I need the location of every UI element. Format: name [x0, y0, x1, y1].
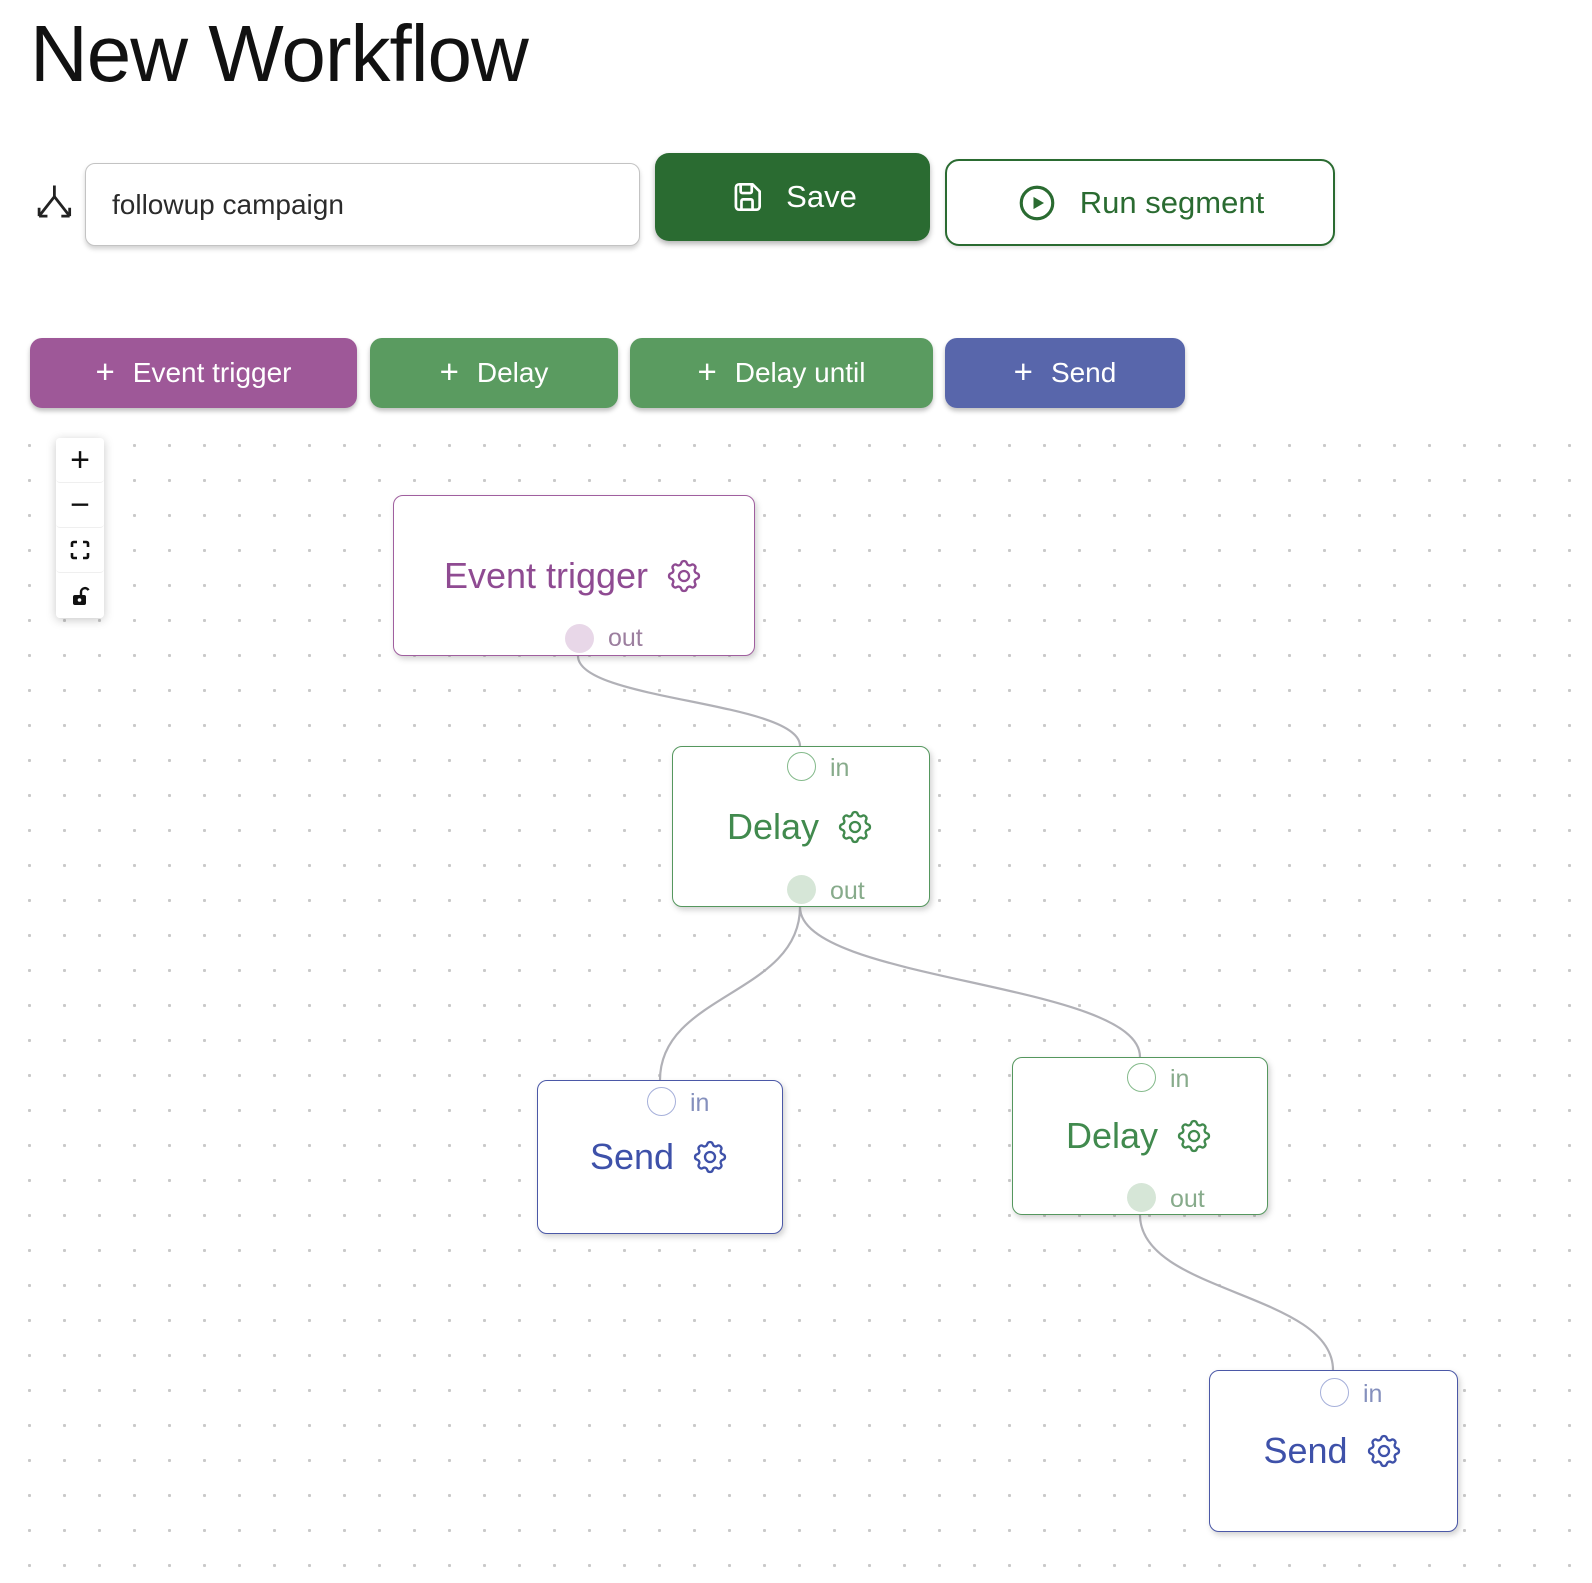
handle-in[interactable] [647, 1087, 676, 1116]
plus-icon: + [95, 353, 115, 390]
settings-gear-icon[interactable] [664, 556, 704, 596]
handle-out[interactable] [565, 624, 594, 653]
handle-in-label: in [830, 754, 850, 782]
workflow-name-input[interactable] [85, 163, 640, 246]
node-event-trigger-label: Event trigger [443, 554, 649, 596]
settings-gear-icon[interactable] [1174, 1116, 1214, 1156]
handle-in[interactable] [1320, 1378, 1349, 1407]
add-delay-until-label: Delay until [734, 357, 866, 388]
node-event-trigger[interactable]: Event trigger out [393, 495, 755, 656]
toggle-interactivity-button[interactable] [56, 573, 104, 618]
save-floppy-icon [728, 178, 766, 216]
settings-gear-icon[interactable] [690, 1137, 730, 1177]
flow-canvas[interactable]: + − [0, 420, 1592, 1583]
add-delay-label: Delay [476, 357, 549, 388]
handle-in-label: in [690, 1089, 710, 1117]
handle-out[interactable] [787, 875, 816, 904]
settings-gear-icon[interactable] [1364, 1431, 1404, 1471]
add-send-label: Send [1050, 357, 1117, 388]
edge-delay2-to-send2[interactable] [1138, 1214, 1335, 1371]
save-button-label: Save [786, 179, 857, 214]
zoom-in-button[interactable]: + [56, 438, 104, 483]
node-delay-1-label: Delay [726, 805, 820, 847]
handle-in-label: in [1363, 1380, 1383, 1408]
fit-view-icon [68, 538, 92, 562]
zoom-in-icon: + [70, 440, 90, 479]
node-delay-2[interactable]: Delay in out [1012, 1057, 1268, 1215]
zoom-out-icon: − [70, 485, 90, 524]
settings-gear-icon[interactable] [835, 807, 875, 847]
node-send-2-label: Send [1263, 1430, 1348, 1471]
add-send-button[interactable]: + Send [945, 338, 1185, 408]
plus-icon: + [697, 353, 717, 390]
node-send-1-label: Send [589, 1136, 675, 1177]
add-event-trigger-label: Event trigger [132, 357, 292, 388]
edge-delay1-to-delay2[interactable] [798, 906, 1142, 1058]
node-send-2[interactable]: Send in [1209, 1370, 1458, 1532]
node-send-1[interactable]: Send in [537, 1080, 783, 1234]
plus-icon: + [439, 353, 459, 390]
run-segment-label: Run segment [1079, 184, 1265, 220]
add-delay-button[interactable]: + Delay [370, 338, 618, 408]
unlock-icon [68, 584, 92, 608]
handle-in[interactable] [1127, 1063, 1156, 1092]
node-delay-1[interactable]: Delay in out [672, 746, 930, 907]
edge-event-trigger-to-delay1[interactable] [576, 655, 802, 747]
handle-out-label: out [1170, 1185, 1205, 1213]
zoom-out-button[interactable]: − [56, 483, 104, 528]
handle-in-label: in [1170, 1065, 1190, 1093]
add-delay-until-button[interactable]: + Delay until [630, 338, 933, 408]
handle-out-label: out [830, 877, 865, 905]
add-event-trigger-button[interactable]: + Event trigger [30, 338, 357, 408]
handle-out-label: out [608, 624, 643, 652]
run-segment-button[interactable]: Run segment [945, 159, 1335, 246]
node-delay-2-label: Delay [1065, 1115, 1159, 1156]
edge-delay1-to-send1[interactable] [658, 906, 802, 1081]
handle-out[interactable] [1127, 1183, 1156, 1212]
save-button[interactable]: Save [655, 153, 930, 241]
canvas-controls: + − [56, 438, 104, 618]
plus-icon: + [1013, 353, 1033, 390]
play-circle-icon [1016, 182, 1058, 224]
workflow-branch-icon [28, 180, 78, 230]
page-title: New Workflow [30, 9, 529, 98]
fit-view-button[interactable] [56, 528, 104, 573]
flow-edges [576, 655, 1335, 1371]
handle-in[interactable] [787, 752, 816, 781]
